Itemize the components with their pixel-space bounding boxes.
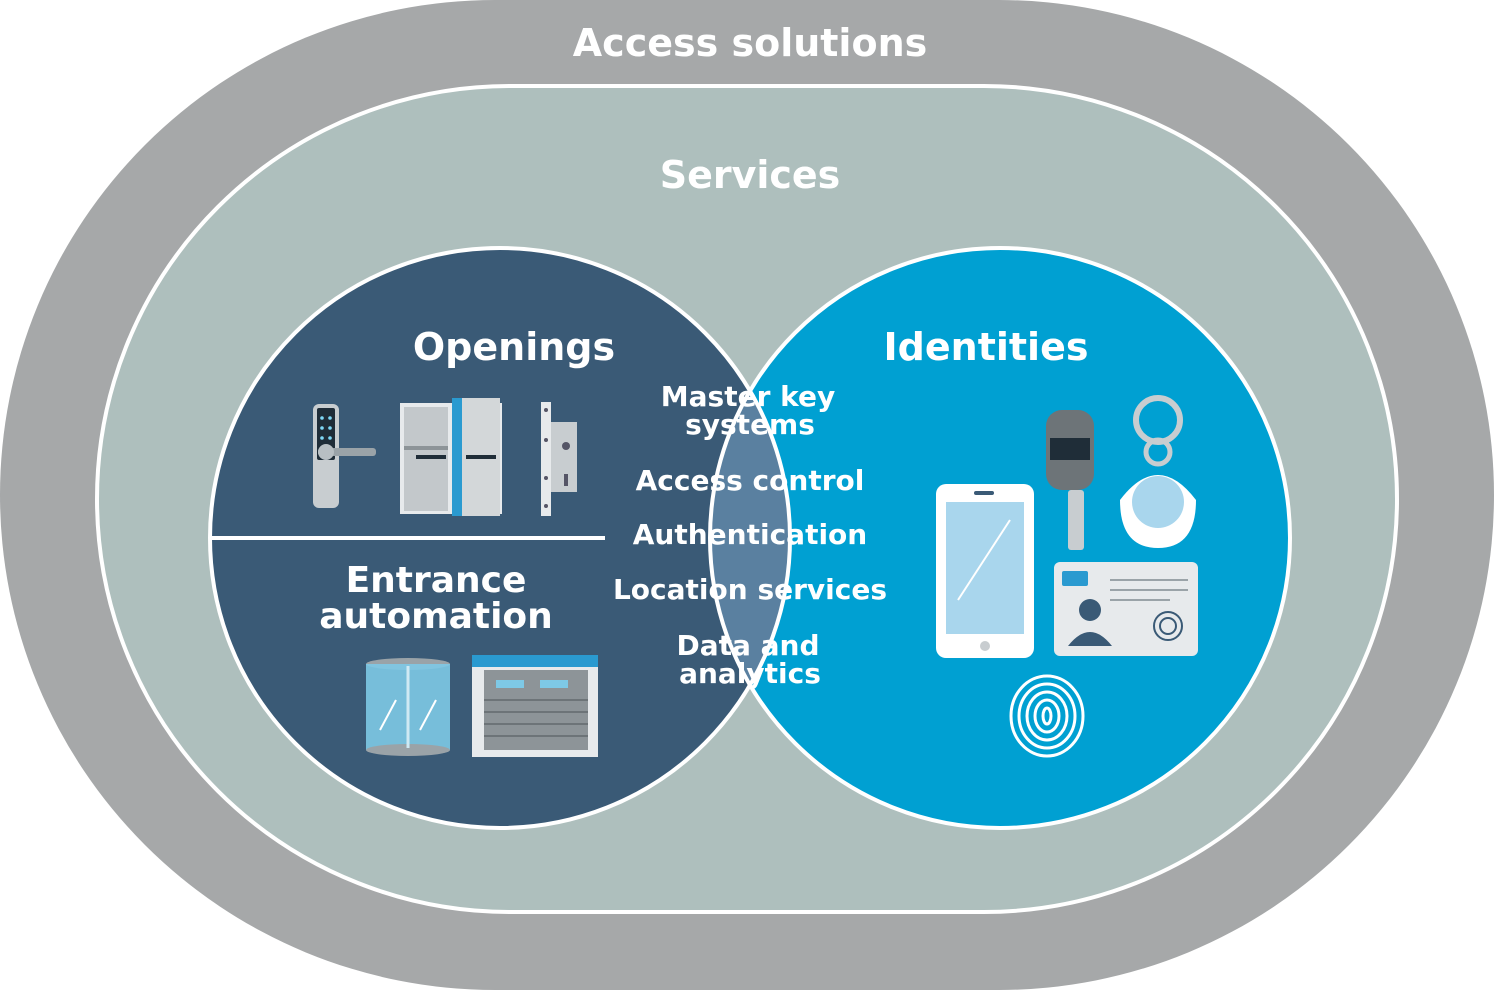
fingerprint-icon bbox=[1009, 674, 1085, 758]
overlap-item-master-key-2: systems bbox=[685, 408, 815, 441]
overlap-item-location-services: Location services bbox=[613, 573, 887, 606]
key-fob-icon bbox=[1120, 395, 1196, 548]
key-icon bbox=[1046, 410, 1094, 550]
id-card-icon bbox=[1054, 562, 1198, 656]
access-solutions-label: Access solutions bbox=[573, 21, 927, 65]
smartphone-icon bbox=[936, 484, 1034, 658]
entrance-automation-title-line1: Entrance bbox=[346, 560, 527, 601]
openings-title: Openings bbox=[413, 325, 615, 369]
overlap-item-data-1: Data and bbox=[676, 629, 819, 662]
smart-lock-icon bbox=[313, 404, 376, 508]
revolving-door-icon bbox=[366, 658, 450, 756]
overlap-item-master-key-1: Master key bbox=[661, 380, 835, 413]
entrance-automation-title-line2: automation bbox=[319, 596, 553, 637]
overlap-item-data-2: analytics bbox=[679, 657, 821, 690]
overlap-item-authentication: Authentication bbox=[633, 518, 867, 551]
double-door-icon bbox=[400, 398, 502, 516]
mortise-lock-icon bbox=[541, 402, 577, 516]
openings-outline bbox=[208, 246, 792, 830]
overlap-item-access-control: Access control bbox=[636, 464, 865, 497]
roller-shutter-icon bbox=[472, 655, 598, 757]
identities-outline bbox=[708, 246, 1292, 830]
services-label: Services bbox=[660, 153, 841, 197]
identities-title: Identities bbox=[884, 325, 1089, 369]
